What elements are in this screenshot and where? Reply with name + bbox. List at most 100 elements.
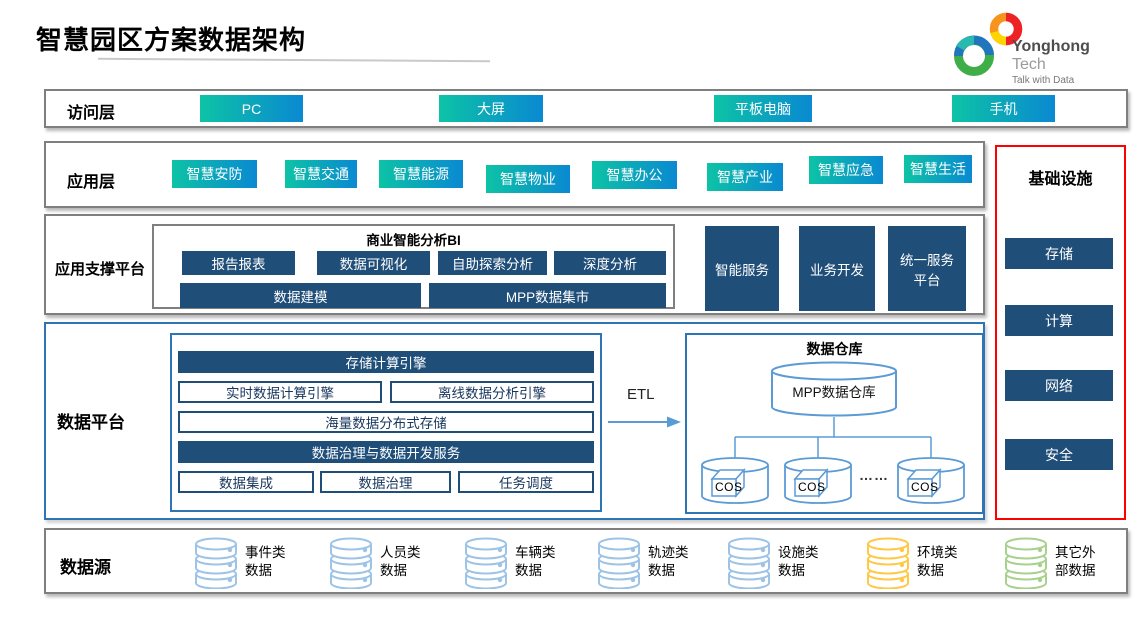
infrastructure-box: 基础设施 存储 计算 网络 安全 [995,145,1126,520]
cos-cylinder-icon [784,457,852,504]
access-item-phone: 手机 [952,95,1055,122]
datasource-label-line2: 数据 [778,562,805,578]
datasource-label: 事件类数据 [245,544,286,579]
cos-node: COS [894,457,968,505]
datasource-label-line1: 人员类 [380,545,421,560]
service-item-intelligent-service: 智能服务 [705,226,779,311]
warehouse-tree-lines [734,417,932,459]
bi-item-self-service-analysis: 自助探索分析 [438,251,547,275]
engine-realtime: 实时数据计算引擎 [178,381,382,403]
bi-item-data-modeling: 数据建模 [180,283,421,308]
datasource-events: 事件类数据 [192,536,286,592]
datasource-label: 人员类数据 [380,544,421,579]
datasource-label: 车辆类数据 [515,544,556,579]
datasource-label-line2: 数据 [648,562,675,578]
datasource-label: 环境类数据 [917,544,958,579]
datasource-label-line1: 环境类 [917,545,958,560]
datasource-trajectory: 轨迹类数据 [595,536,689,592]
title-underline [97,57,491,63]
access-layer-box: 访问层 PC 大屏 平板电脑 手机 [44,89,1128,128]
infra-item-security: 安全 [1005,439,1113,470]
cos-cylinder-icon [701,457,769,504]
cos-label: COS [911,480,939,494]
datasource-label-line1: 事件类 [245,545,286,560]
bi-item-mpp-datamart: MPP数据集市 [429,283,666,308]
datasource-label: 设施类数据 [778,544,819,579]
cos-label: COS [798,480,826,494]
etl-label: ETL [627,386,655,403]
datasource-label-line2: 数据 [245,562,272,578]
database-icon [1005,537,1047,590]
mpp-cylinder-icon [771,361,897,417]
service-item-business-dev: 业务开发 [799,226,875,311]
database-icon [195,537,237,590]
app-item-industry: 智慧产业 [707,163,783,191]
yonghong-swirl-icon [954,12,1023,76]
data-platform-label: 数据平台 [57,413,125,432]
engine-data-governance: 数据治理 [320,471,451,493]
logo-tagline: Talk with Data [1012,75,1075,87]
datasource-label-line1: 其它外 [1055,545,1096,560]
datasource-label-line2: 数据 [515,562,542,578]
database-icon [598,537,640,590]
datasource-label-line2: 数据 [380,562,407,578]
datasource-label-line1: 车辆类 [515,545,556,560]
access-item-tablet: 平板电脑 [714,95,812,122]
database-icon [330,537,372,590]
app-item-energy: 智慧能源 [379,160,463,188]
bi-item-visualization: 数据可视化 [317,251,430,275]
cos-label: COS [715,480,743,494]
engine-offline: 离线数据分析引擎 [390,381,594,403]
page-title: 智慧园区方案数据架构 [36,25,307,55]
engine-distributed-storage: 海量数据分布式存储 [178,411,594,433]
datasource-label-line1: 轨迹类 [648,545,689,560]
app-layer-label: 应用层 [67,174,116,191]
bi-title: 商业智能分析BI [366,233,461,248]
datasource-people: 人员类数据 [327,536,421,592]
datasource-environment: 环境类数据 [864,536,958,592]
cos-node: COS [781,457,855,505]
app-item-emergency: 智慧应急 [809,156,883,184]
warehouse-box: 数据仓库 MPP数据仓库 COS [685,333,984,514]
access-item-bigscreen: 大屏 [439,95,543,122]
engine-data-integration: 数据集成 [178,471,314,493]
app-item-life: 智慧生活 [904,155,972,183]
app-item-property: 智慧物业 [486,165,570,193]
mpp-warehouse-label: MPP数据仓库 [792,385,876,400]
etl-arrow-icon [608,416,681,428]
warehouse-title: 数据仓库 [806,341,863,357]
database-icon [465,537,507,590]
database-icon [728,537,770,590]
datasource-vehicles: 车辆类数据 [462,536,556,592]
datasource-layer-label: 数据源 [60,558,111,577]
bi-item-reports: 报告报表 [182,251,295,275]
logo-name-suffix: Tech [1012,55,1046,73]
engine-container-box: 存储计算引擎 实时数据计算引擎 离线数据分析引擎 海量数据分布式存储 数据治理与… [170,333,602,512]
app-item-office: 智慧办公 [592,161,677,189]
service-item-unified-platform: 统一服务平台 [888,226,966,311]
infra-item-storage: 存储 [1005,238,1113,269]
datasource-label: 其它外部数据 [1055,544,1096,579]
datasource-facilities: 设施类数据 [725,536,819,592]
datasource-label-line2: 部数据 [1055,562,1096,578]
company-logo: Yonghong Tech Talk with Data [936,8,1128,87]
infrastructure-label: 基础设施 [1028,171,1093,188]
support-layer-box: 应用支撑平台 商业智能分析BI 报告报表 数据可视化 自助探索分析 深度分析 数… [44,214,985,315]
data-platform-box: 数据平台 存储计算引擎 实时数据计算引擎 离线数据分析引擎 海量数据分布式存储 … [44,322,985,520]
bi-item-deep-analysis: 深度分析 [554,251,666,275]
datasource-external: 其它外部数据 [1002,536,1096,592]
database-icon [867,537,909,590]
datasource-label-line1: 设施类 [778,545,819,560]
access-item-pc: PC [200,95,303,122]
app-item-security: 智慧安防 [172,160,257,188]
datasource-label: 轨迹类数据 [648,544,689,579]
cos-cylinder-icon [897,457,965,504]
bi-container-box: 商业智能分析BI 报告报表 数据可视化 自助探索分析 深度分析 数据建模 MPP… [152,224,675,309]
app-layer-box: 应用层 智慧安防 智慧交通 智慧能源 智慧物业 智慧办公 智慧产业 智慧应急 智… [44,141,985,208]
access-layer-label: 访问层 [67,105,116,122]
datasource-label-line2: 数据 [917,562,944,578]
app-item-traffic: 智慧交通 [285,160,357,188]
logo-name: Yonghong [1012,38,1090,55]
datasource-layer-box: 数据源 事件类数据 人员类数据 [44,528,1128,594]
